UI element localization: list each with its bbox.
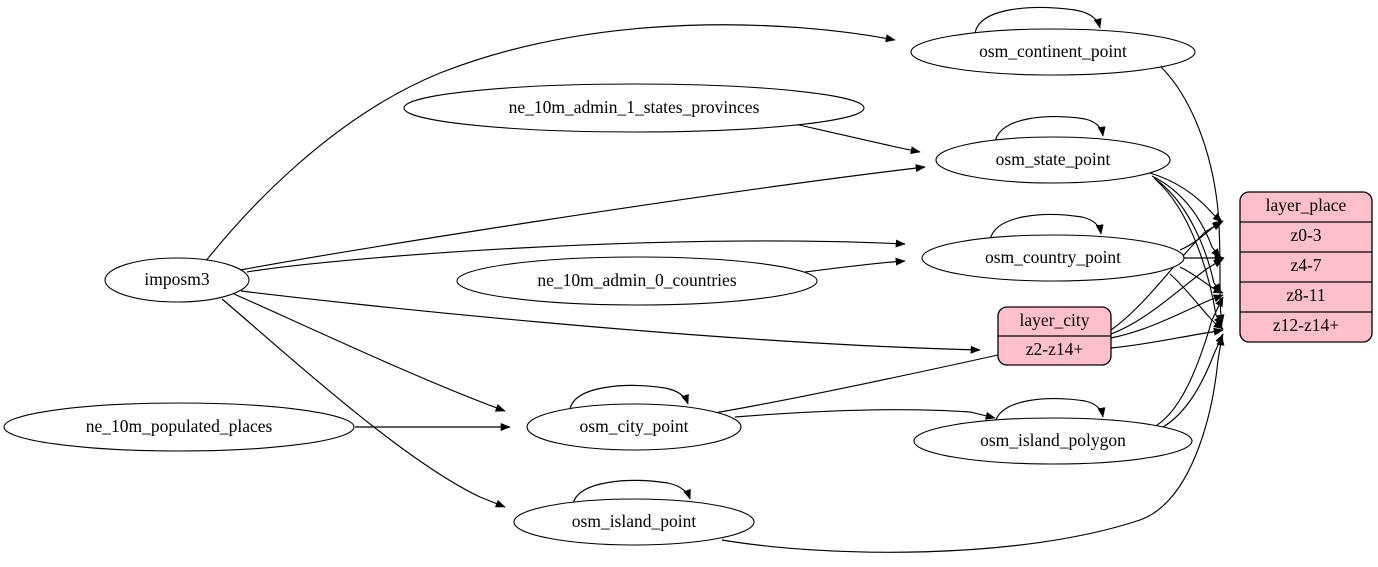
edge-osm_state_point-to-layer_place-z8-11 [1153,177,1222,294]
edge-osm_city_point-to-osm_island_polygon [734,409,996,420]
nodes-layer: imposm3 ne_10m_admin_1_states_provinces … [3,28,1373,546]
node-ne_10m_populated_places[interactable]: ne_10m_populated_places [3,402,355,452]
edge-layer_city-to-layer_place-z12 [1110,327,1224,349]
edge-osm_city_point-self-loop [569,384,689,410]
edge-osm_island_polygon-self-loop [994,397,1106,424]
edge-osm_state_point-to-layer_place-z0-3 [1149,172,1223,223]
node-label-osm_continent_point: osm_continent_point [979,41,1127,61]
edge-layer_city-to-layer_place-z4-7 [1110,258,1224,335]
node-label-osm_city_point: osm_city_point [580,416,689,436]
node-osm_island_point[interactable]: osm_island_point [513,498,755,546]
edges-layer [204,6,1225,553]
node-ne_10m_admin_1_states_provinces[interactable]: ne_10m_admin_1_states_provinces [403,83,865,133]
record-title-layer_city: layer_city [1020,310,1090,330]
node-label-ne_states: ne_10m_admin_1_states_provinces [509,97,760,117]
edge-osm_island_polygon-to-layer_place-z8-11 [1151,296,1224,429]
edge-imposm3-to-osm_state_point [239,164,926,271]
edge-imposm3-to-osm_continent_point [204,24,896,263]
record-row-layer_place-1[interactable]: z4-7 [1290,255,1321,275]
node-label-osm_island_point: osm_island_point [572,511,697,531]
edge-layer_city-to-layer_place-z8-11 [1110,294,1224,339]
node-osm_country_point[interactable]: osm_country_point [921,234,1185,282]
edge-imposm3-to-layer_city [240,290,981,354]
edge-osm_country_point-to-layer_place-z8-11 [1179,266,1224,294]
record-node-layer_city[interactable]: layer_city z2-z14+ [997,306,1112,366]
edge-osm_continent_point-self-loop [974,6,1102,34]
node-label-osm_state_point: osm_state_point [996,149,1111,169]
edge-osm_country_point-to-layer_place-z12 [1169,273,1224,330]
record-row-layer_place-0[interactable]: z0-3 [1290,225,1321,245]
edge-osm_island_polygon-to-layer_place-z12 [1154,333,1224,432]
node-imposm3[interactable]: imposm3 [104,257,250,303]
node-osm_city_point[interactable]: osm_city_point [526,403,742,451]
record-row-layer_place-2[interactable]: z8-11 [1286,285,1325,305]
edge-imposm3-to-osm_city_point [233,293,506,412]
node-label-osm_island_polygon: osm_island_polygon [980,430,1126,450]
record-title-layer_place: layer_place [1266,195,1347,215]
node-osm_state_point[interactable]: osm_state_point [935,136,1171,184]
node-osm_continent_point[interactable]: osm_continent_point [910,28,1196,76]
edge-ne_states-to-osm_state_point [789,122,921,155]
edge-osm_state_point-self-loop [994,115,1106,143]
edge-ne_countries-to-osm_country_point [804,257,906,273]
edge-osm_state_point-to-layer_place-z12 [1155,179,1223,327]
record-row-layer_city-0[interactable]: z2-z14+ [1026,339,1084,359]
record-row-layer_place-3[interactable]: z12-z14+ [1273,315,1339,335]
node-label-ne_populated: ne_10m_populated_places [86,416,273,436]
edge-imposm3-to-osm_island_point [221,298,506,508]
record-node-layer_place[interactable]: layer_place z0-3 z4-7 z8-11 z12-z14+ [1239,191,1373,343]
edge-imposm3-to-osm_country_point [246,239,906,273]
node-label-imposm3: imposm3 [144,269,209,289]
edge-osm_island_point-self-loop [572,479,691,505]
edge-osm_island_point-to-layer_place-z12 [721,335,1225,553]
edge-layer_city-to-layer_place-z0-3 [1110,221,1223,331]
edge-osm_country_point-self-loop [989,213,1104,241]
node-osm_island_polygon[interactable]: osm_island_polygon [913,417,1193,465]
node-label-ne_countries: ne_10m_admin_0_countries [537,270,736,290]
node-ne_10m_admin_0_countries[interactable]: ne_10m_admin_0_countries [456,256,818,306]
node-label-osm_country_point: osm_country_point [985,247,1121,267]
edge-osm_state_point-to-layer_place-z4-7 [1151,175,1221,259]
edge-layer_city-to-osm_city_point [699,354,999,419]
